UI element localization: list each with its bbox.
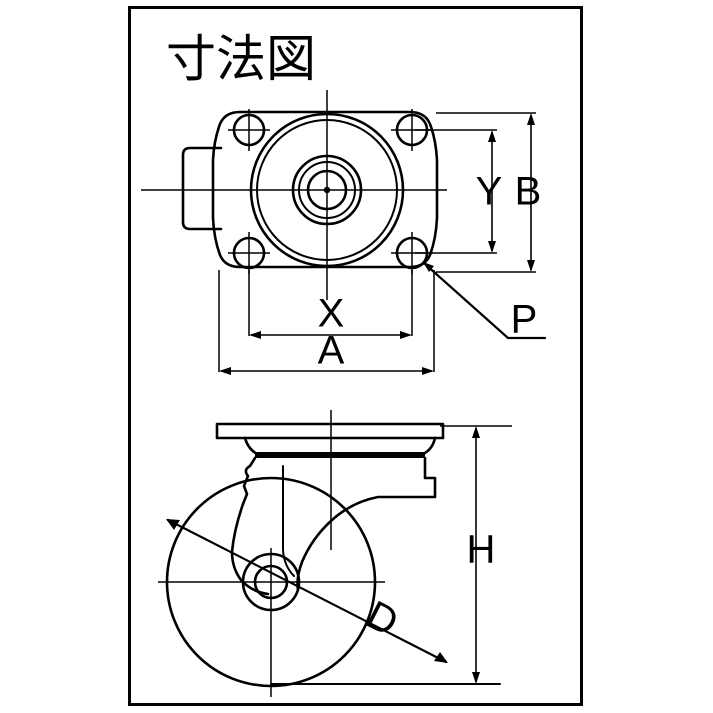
dimension-label-p: P: [511, 298, 538, 342]
page-title: 寸法図: [166, 30, 316, 88]
dimension-label-x: X: [318, 292, 345, 336]
dimension-p-leader: [423, 262, 547, 340]
dimension-a: A: [219, 329, 434, 375]
bolt-hole-top-left: [228, 109, 270, 151]
drawing-border: [128, 6, 583, 706]
top-view-left-tab: [181, 146, 223, 231]
dimension-label-a: A: [318, 329, 345, 373]
bolt-hole-bottom-left: [228, 232, 270, 274]
dimension-d-leader: [166, 518, 448, 664]
side-view-fork-body: [230, 456, 270, 596]
dimension-label-h: H: [467, 528, 496, 572]
dimension-y: Y: [476, 130, 503, 253]
dimension-h: H: [467, 426, 496, 684]
dimension-x: X: [249, 292, 412, 339]
dimension-label-b: B: [515, 170, 542, 214]
dimension-label-y: Y: [476, 170, 503, 214]
dimension-b: B: [515, 113, 542, 272]
side-view: D H: [158, 410, 512, 697]
side-view-raceway-band: [255, 452, 425, 458]
side-view-top-plate: [215, 422, 445, 440]
top-view: X A Y: [141, 90, 547, 375]
side-view-fork-inner-profile: [282, 465, 295, 577]
